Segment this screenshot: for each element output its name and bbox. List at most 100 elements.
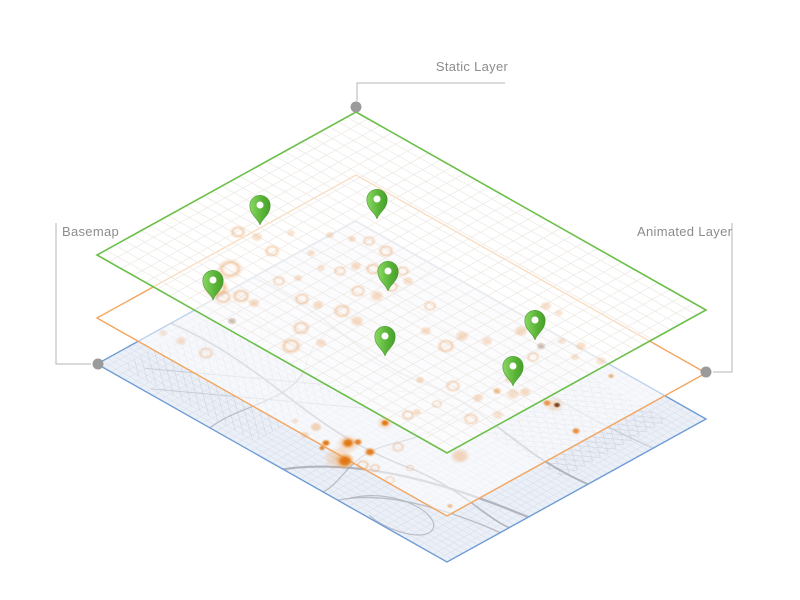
- heat-blob: [158, 329, 168, 337]
- heat-blob: [271, 275, 287, 287]
- map-pin-icon: [377, 260, 399, 292]
- heat-blob: [368, 463, 382, 473]
- heat-blob: [436, 338, 456, 354]
- callout-line-basemap: [55, 223, 91, 365]
- heat-blob: [377, 244, 395, 258]
- callout-line-static: [356, 82, 505, 101]
- heat-blob: [446, 503, 454, 509]
- heat-blob: [314, 338, 328, 348]
- static-layer-grid: [97, 112, 706, 453]
- heat-blob: [293, 292, 311, 306]
- heat-blob: [539, 301, 553, 311]
- heat-blob: [444, 379, 462, 393]
- heat-blob: [347, 235, 357, 243]
- heat-blob: [279, 337, 303, 355]
- heat-blob: [450, 448, 470, 464]
- heat-blob: [513, 325, 529, 337]
- heat-blob: [363, 447, 377, 457]
- heat-blob: [422, 300, 438, 312]
- heat-blob: [395, 265, 411, 277]
- heat-blob: [361, 235, 377, 247]
- heat-blob: [340, 437, 356, 449]
- heat-blob: [405, 464, 415, 472]
- map-pin-icon: [524, 309, 546, 341]
- heat-blob: [390, 441, 406, 453]
- heat-blob: [291, 320, 311, 336]
- heat-blob: [454, 330, 470, 342]
- heat-blob: [571, 427, 581, 435]
- heat-blob: [353, 438, 363, 446]
- heat-blob: [332, 265, 348, 277]
- heat-blob: [250, 232, 264, 242]
- heat-blob: [536, 342, 546, 350]
- heat-blob: [227, 317, 237, 325]
- heat-blob: [306, 249, 316, 257]
- heat-blob: [412, 408, 422, 416]
- heat-blob: [309, 422, 323, 432]
- heat-blob: [291, 418, 299, 424]
- heat-blob: [525, 351, 541, 363]
- heat-blob: [415, 376, 425, 384]
- heat-blob: [216, 258, 244, 280]
- heat-blob: [332, 303, 352, 319]
- heat-blob: [174, 336, 188, 346]
- animated-layer-label: Animated Layer: [637, 224, 733, 239]
- callout-dot-static: [350, 101, 362, 113]
- map-pin-icon: [502, 355, 524, 387]
- heat-blob: [430, 399, 444, 409]
- diagram-scene: [55, 82, 733, 600]
- heat-blob: [300, 431, 310, 439]
- heat-blob: [607, 373, 615, 379]
- heat-blob: [229, 225, 247, 239]
- heat-blob: [311, 300, 325, 310]
- heat-blob: [542, 399, 552, 407]
- heat-blob: [349, 284, 367, 298]
- heat-blob: [480, 336, 494, 346]
- heat-blob: [419, 326, 433, 336]
- heat-blob: [574, 341, 588, 351]
- map-pin-icon: [202, 269, 224, 301]
- heat-blob: [355, 459, 371, 471]
- heat-blob: [462, 412, 480, 426]
- heat-blob: [554, 309, 564, 317]
- callout-line-animated: [713, 223, 733, 373]
- callout-dot-animated: [700, 366, 712, 378]
- heat-blob: [400, 409, 416, 421]
- heat-blob: [247, 298, 261, 308]
- heat-blob: [335, 453, 355, 469]
- static-plane-edge: [97, 112, 706, 453]
- heat-blob: [505, 388, 521, 400]
- heat-blob: [364, 262, 382, 276]
- callout-leaders: [55, 82, 733, 378]
- heat-blob: [263, 244, 281, 258]
- heat-blob: [213, 289, 233, 305]
- heat-blob: [594, 356, 608, 366]
- heatmap-blobs: [158, 225, 615, 509]
- heat-blob: [492, 387, 502, 395]
- map-pin-icon: [374, 325, 396, 357]
- heat-blob: [316, 264, 326, 272]
- heat-blob: [518, 387, 532, 397]
- heat-blob: [471, 393, 485, 403]
- heat-blob: [325, 231, 335, 239]
- heat-blob: [349, 261, 363, 271]
- heat-blob: [231, 288, 251, 304]
- heat-blob: [383, 475, 397, 485]
- heat-blob: [369, 290, 385, 302]
- map-pins: [202, 188, 546, 387]
- callout-dot-basemap: [92, 358, 104, 370]
- map-pin-icon: [366, 188, 388, 220]
- heat-blob: [286, 229, 296, 237]
- heat-blob: [197, 346, 215, 360]
- layer-static: [97, 112, 706, 453]
- heat-blob: [318, 445, 326, 451]
- heat-blob: [321, 439, 331, 447]
- heat-blob: [349, 315, 365, 327]
- heat-blob: [553, 402, 561, 408]
- heat-blob: [380, 419, 390, 427]
- map-pin-icon: [249, 194, 271, 226]
- static-layer-label: Static Layer: [436, 59, 509, 74]
- heat-blob: [570, 353, 580, 361]
